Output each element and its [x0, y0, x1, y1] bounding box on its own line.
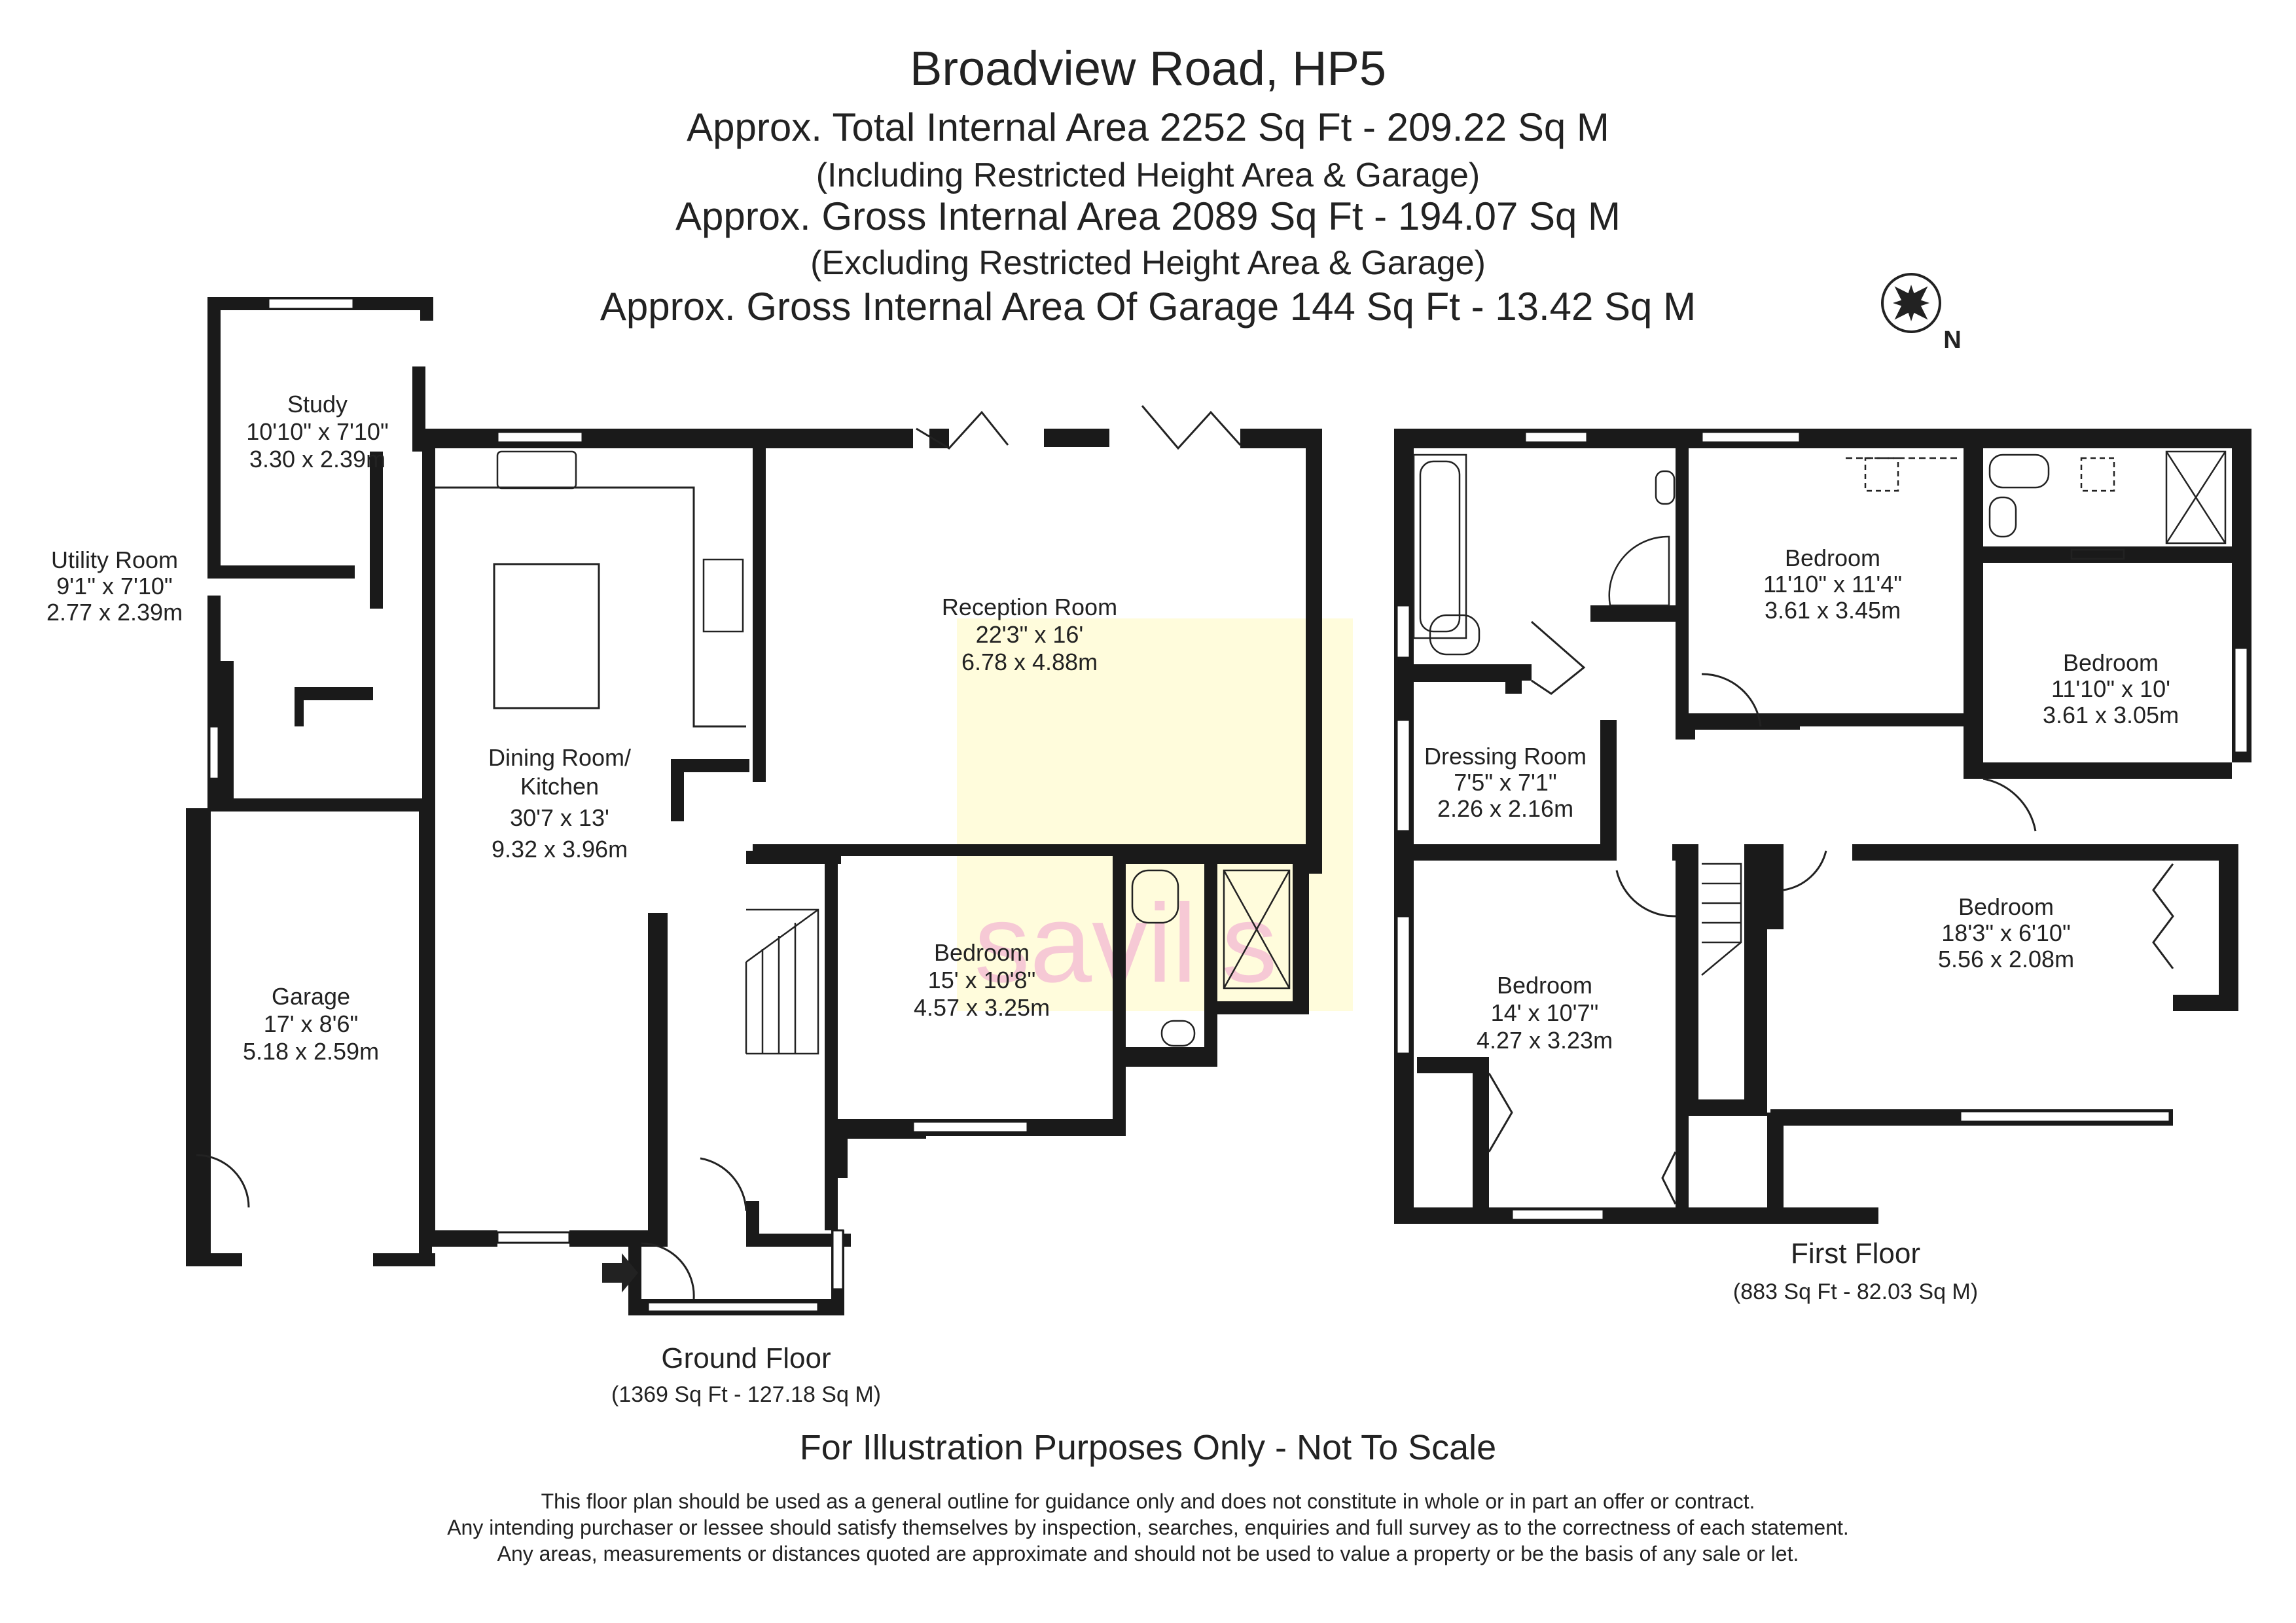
compass-icon [1881, 273, 1941, 333]
utility-imperial: 9'1" x 7'10" [56, 573, 172, 599]
ground-floor-area: (1369 Sq Ft - 127.18 Sq M) [611, 1382, 881, 1407]
garage-imperial: 17' x 8'6" [264, 1010, 359, 1037]
ff-dressing-imperial: 7'5" x 7'1" [1454, 769, 1556, 796]
scale-notice: For Illustration Purposes Only - Not To … [800, 1428, 1496, 1467]
study-metric: 3.30 x 2.39m [249, 446, 386, 473]
dining-metric: 9.32 x 3.96m [492, 836, 628, 863]
ff-bed2-imperial: 11'10" x 10' [2051, 675, 2170, 702]
utility-label: Utility Room [51, 546, 178, 573]
garage-label: Garage [272, 983, 350, 1010]
dining-label-line2: Kitchen [520, 773, 599, 800]
first-floor-title: First Floor [1791, 1238, 1920, 1270]
first-floor-plan [1394, 429, 2251, 1224]
plan-title: Broadview Road, HP5 [909, 41, 1387, 96]
study-imperial: 10'10" x 7'10" [246, 418, 388, 445]
utility-metric: 2.77 x 2.39m [46, 599, 183, 626]
gf-bedroom-imperial: 15' x 10'8" [928, 967, 1036, 993]
gross-area-note: (Excluding Restricted Height Area & Gara… [810, 244, 1486, 282]
ff-bed3-imperial: 18'3" x 6'10" [1941, 919, 2070, 946]
total-area-line: Approx. Total Internal Area 2252 Sq Ft -… [687, 105, 1609, 149]
reception-imperial: 22'3" x 16' [976, 621, 1084, 648]
dining-label-line1: Dining Room/ [488, 744, 631, 771]
disclaimer-line-2: Any intending purchaser or lessee should… [447, 1516, 1849, 1539]
ff-bed4-label: Bedroom [1497, 972, 1592, 999]
compass-north-label: N [1943, 327, 1961, 354]
garage-metric: 5.18 x 2.59m [243, 1038, 379, 1065]
ground-floor-title: Ground Floor [661, 1342, 831, 1374]
study-label: Study [287, 391, 348, 418]
first-floor-area: (883 Sq Ft - 82.03 Sq M) [1733, 1279, 1978, 1304]
disclaimer-line-1: This floor plan should be used as a gene… [541, 1489, 1755, 1513]
ff-bed3-metric: 5.56 x 2.08m [1938, 946, 2074, 972]
ff-bed2-label: Bedroom [2063, 649, 2159, 676]
ff-bed2-metric: 3.61 x 3.05m [2043, 702, 2179, 728]
watermark-highlight [957, 618, 1353, 1011]
garage-area-line: Approx. Gross Internal Area Of Garage 14… [600, 285, 1696, 329]
gf-bedroom-metric: 4.57 x 3.25m [914, 994, 1050, 1021]
ff-bed1-label: Bedroom [1785, 544, 1880, 571]
total-area-note: (Including Restricted Height Area & Gara… [816, 156, 1480, 194]
dining-imperial: 30'7 x 13' [510, 804, 609, 831]
gf-bedroom-label: Bedroom [934, 939, 1030, 966]
disclaimer-line-3: Any areas, measurements or distances quo… [497, 1542, 1799, 1565]
ff-dressing-metric: 2.26 x 2.16m [1437, 795, 1573, 822]
gross-area-line: Approx. Gross Internal Area 2089 Sq Ft -… [675, 194, 1621, 238]
ground-floor-plan [186, 297, 1322, 1315]
ff-bed3-label: Bedroom [1958, 893, 2054, 920]
reception-label: Reception Room [942, 594, 1117, 620]
ff-bed4-metric: 4.27 x 3.23m [1477, 1027, 1613, 1054]
ff-dressing-label: Dressing Room [1424, 743, 1587, 770]
reception-metric: 6.78 x 4.88m [961, 649, 1098, 675]
ff-bed4-imperial: 14' x 10'7" [1491, 999, 1599, 1026]
ff-bed1-metric: 3.61 x 3.45m [1765, 597, 1901, 624]
ff-bed1-imperial: 11'10" x 11'4" [1763, 571, 1902, 597]
entrance-arrow-icon [602, 1253, 638, 1293]
